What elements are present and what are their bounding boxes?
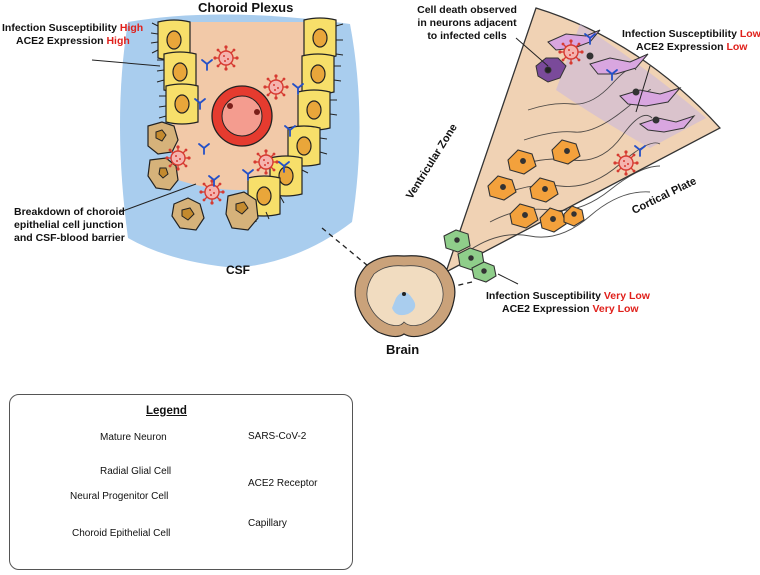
legend-label-neural-progenitor-cell: Neural Progenitor Cell xyxy=(70,491,169,502)
radial-glial-cells xyxy=(487,139,585,233)
choroid-ace2-annotation: ACE2 Expression High xyxy=(16,35,130,47)
vz-susceptibility-annotation: Infection Susceptibility Very Low xyxy=(486,290,650,302)
choroid-susceptibility-annotation: Infection Susceptibility High xyxy=(2,22,144,34)
choroid-epithelial-cells-left xyxy=(150,19,199,125)
legend-label-choroid-epithelial-cell: Choroid Epithelial Cell xyxy=(72,528,171,539)
damaged-epithelial-cells xyxy=(147,121,259,231)
legend-title: Legend xyxy=(146,405,187,417)
choroid-plexus-illustration xyxy=(91,14,360,269)
brain-section xyxy=(354,255,456,338)
legend-label-radial-glial-cell: Radial Glial Cell xyxy=(100,466,172,477)
neurons xyxy=(535,29,696,133)
legend-box xyxy=(9,394,353,570)
choroid-epithelial-cells-right xyxy=(247,17,344,222)
legend-label-ace2-receptor: ACE2 Receptor xyxy=(248,478,318,489)
csf-label: CSF xyxy=(226,263,250,277)
cortical-wedge-illustration xyxy=(443,7,722,285)
capillary xyxy=(211,85,273,147)
vz-ace2-annotation: ACE2 Expression Very Low xyxy=(502,303,639,315)
legend-label-mature-neuron: Mature Neuron xyxy=(100,432,167,443)
brain-label: Brain xyxy=(386,342,420,357)
legend-label-capillary: Capillary xyxy=(248,518,287,529)
legend-label-sars-cov-2: SARS-CoV-2 xyxy=(248,431,307,442)
cortex-susceptibility-annotation: Infection Susceptibility Low xyxy=(622,28,760,40)
neural-progenitor-cells xyxy=(443,229,497,283)
choroid-plexus-title: Choroid Plexus xyxy=(198,0,294,15)
cortex-ace2-annotation: ACE2 Expression Low xyxy=(636,41,748,53)
